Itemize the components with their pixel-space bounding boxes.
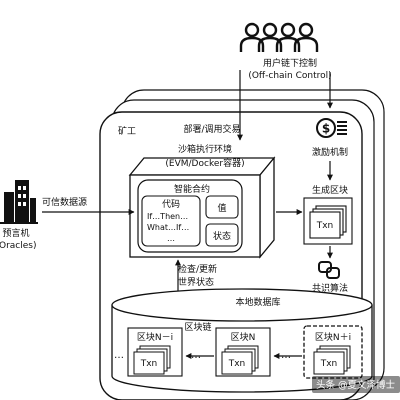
block-n-minus-i-txn: Txn bbox=[140, 359, 158, 369]
svg-text:$: $ bbox=[322, 122, 330, 136]
state-box bbox=[205, 223, 239, 247]
code-box bbox=[141, 195, 201, 247]
block-n-minus-i bbox=[127, 327, 183, 377]
chain-leading-dots: … bbox=[114, 350, 124, 361]
oracle-building-icon bbox=[0, 180, 38, 224]
generate-block-stack bbox=[303, 197, 353, 245]
block-n-plus-i bbox=[303, 325, 363, 379]
watermark-bg bbox=[312, 376, 400, 393]
incentive-label: 激励机制 bbox=[312, 146, 348, 158]
block-n-txn: Txn bbox=[228, 359, 246, 369]
block-n-plus-i-label: 区块N＋i bbox=[315, 331, 351, 343]
value-label: 值 bbox=[217, 202, 226, 214]
generate-block-txn: Txn bbox=[316, 221, 334, 231]
chain-middle-dots: … bbox=[191, 350, 201, 361]
block-n-plus-i-txn: Txn bbox=[320, 359, 338, 369]
chain-label: 区块链 bbox=[184, 321, 211, 333]
users-label-cn: 用户链下控制 bbox=[263, 57, 317, 69]
local-db-label: 本地数据库 bbox=[235, 296, 280, 308]
miner-label: 矿工 bbox=[118, 125, 136, 137]
incentive-coin-icon: $ bbox=[316, 118, 347, 138]
state-label: 状态 bbox=[213, 230, 231, 242]
smart-contract-title: 智能合约 bbox=[174, 183, 210, 195]
generate-block-label: 生成区块 bbox=[312, 184, 348, 196]
trusted-source-label: 可信数据源 bbox=[42, 196, 87, 208]
oracle-label-cn: 预言机 bbox=[2, 227, 29, 239]
code-line-3: … bbox=[167, 234, 175, 243]
code-title: 代码 bbox=[162, 199, 180, 210]
deploy-label: 部署/调用交易 bbox=[183, 123, 240, 135]
watermark-text: 头条 @夏文泽博士 bbox=[316, 379, 396, 391]
users-icon bbox=[239, 22, 319, 52]
users-label-en: (Off-chain Control) bbox=[248, 71, 331, 81]
sandbox-title-en: (EVM/Docker容器) bbox=[165, 157, 244, 169]
block-n bbox=[215, 327, 271, 377]
code-line-1: If…Then… bbox=[147, 212, 188, 221]
check-update-line-1: 检查/更新 bbox=[178, 263, 217, 275]
oracle-label-en: (Oracles) bbox=[0, 241, 37, 251]
chain-right-dots: … bbox=[281, 350, 291, 361]
check-update-line-2: 世界状态 bbox=[178, 276, 214, 288]
block-n-label: 区块N bbox=[231, 331, 256, 343]
block-n-minus-i-label: 区块N－i bbox=[137, 331, 173, 343]
code-line-2: What…If… bbox=[147, 223, 189, 232]
value-box bbox=[205, 195, 239, 219]
consensus-label: 共识算法 bbox=[312, 282, 348, 294]
consensus-link-icon bbox=[318, 261, 340, 279]
sandbox-title-cn: 沙箱执行环境 bbox=[178, 143, 232, 155]
